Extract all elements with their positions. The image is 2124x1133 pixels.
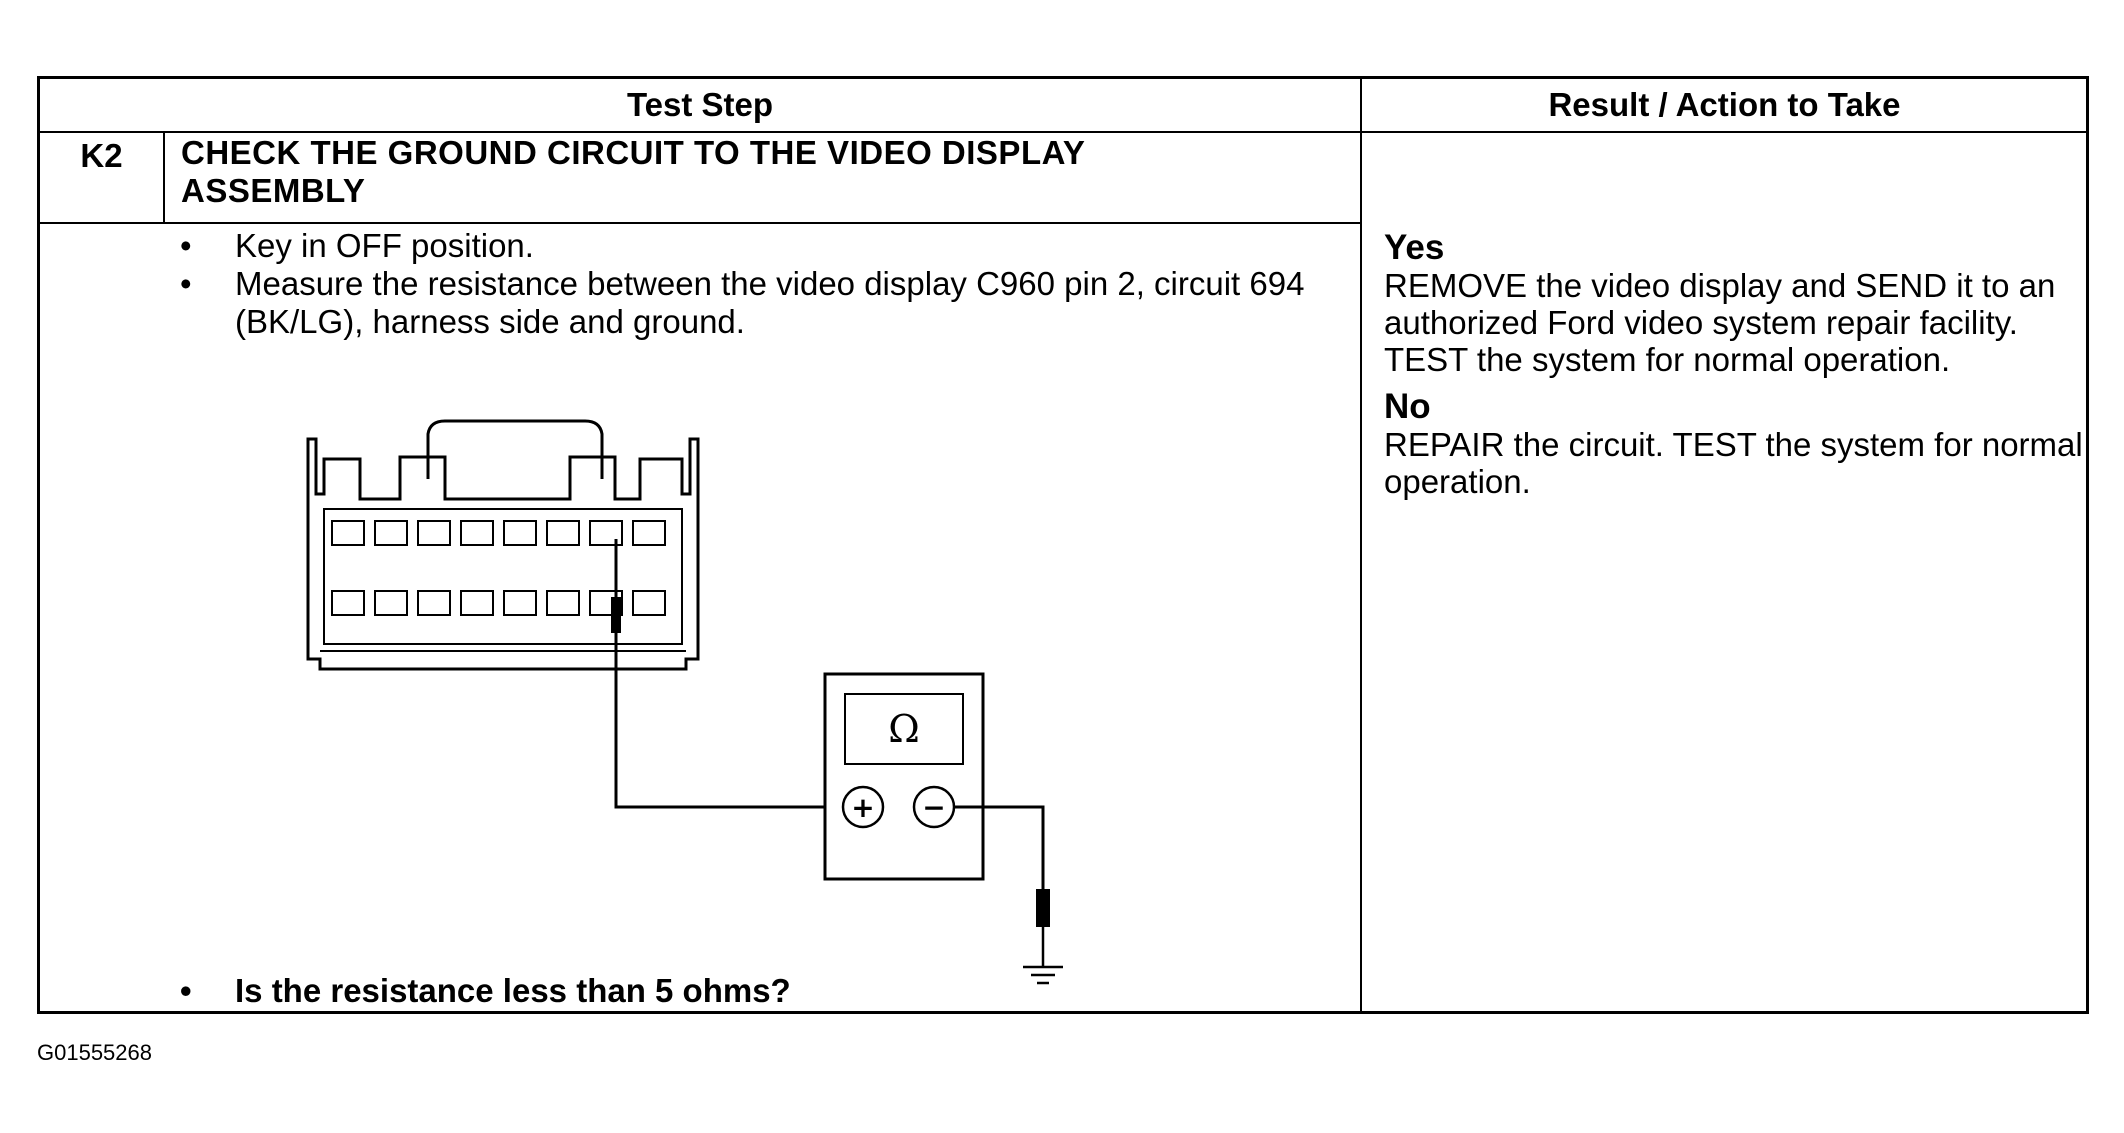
resistance-test-diagram: Ω + −	[306, 419, 1063, 985]
connector-c960	[306, 419, 700, 671]
meter-display	[844, 693, 964, 765]
ohmmeter: Ω + −	[823, 672, 985, 881]
instruction-item: • Measure the resistance between the vid…	[175, 265, 1375, 341]
yes-label: Yes	[1384, 228, 1445, 267]
step-id: K2	[80, 137, 123, 174]
header-divider	[40, 131, 2086, 133]
connector-pin-cavity	[417, 520, 451, 546]
negative-test-lead	[954, 805, 1063, 985]
result-column: Yes REMOVE the video display and SEND it…	[1384, 229, 2084, 510]
connector-pin-cavity	[374, 590, 408, 616]
connector-pin-cavity	[546, 520, 580, 546]
negative-lead-wire	[954, 805, 1045, 889]
plus-symbol: +	[851, 791, 874, 824]
instruction-text: Measure the resistance between the video…	[235, 265, 1305, 340]
ground-probe	[1036, 889, 1050, 927]
header-result-action: Result / Action to Take	[1548, 86, 1901, 123]
connector-pin-cavity	[331, 520, 365, 546]
pin-row-top	[331, 520, 666, 546]
step-title-divider	[40, 222, 1360, 224]
connector-pin-cavity	[417, 590, 451, 616]
connector-pin-cavity	[503, 520, 537, 546]
connector-pin-cavity	[331, 590, 365, 616]
connector-pin-cavity	[546, 590, 580, 616]
bullet-glyph: •	[180, 227, 192, 264]
connector-pin-cavity	[374, 520, 408, 546]
instruction-item: • Key in OFF position.	[175, 227, 1375, 265]
connector-pin-cavity	[632, 520, 666, 546]
question-text: Is the resistance less than 5 ohms?	[235, 972, 791, 1009]
bullet-glyph: •	[180, 265, 192, 302]
positive-lead-wire	[614, 633, 840, 809]
step-instructions: • Key in OFF position. • Measure the res…	[175, 227, 1375, 341]
step-id-divider	[163, 131, 165, 222]
no-action-text: REPAIR the circuit. TEST the system for …	[1384, 426, 2083, 500]
instruction-text: Key in OFF position.	[235, 227, 534, 264]
yes-action-text: REMOVE the video display and SEND it to …	[1384, 267, 2056, 378]
connector-pin-cavity	[503, 590, 537, 616]
plus-terminal	[841, 785, 885, 829]
column-divider	[1360, 79, 1362, 1011]
probe-tip	[611, 597, 621, 633]
connector-pin-cavity	[632, 590, 666, 616]
minus-symbol: −	[922, 791, 945, 824]
step-title: CHECK THE GROUND CIRCUIT TO THE VIDEO DI…	[181, 134, 1351, 210]
step-title-line-2: ASSEMBLY	[181, 172, 366, 209]
connector-cavity	[323, 508, 683, 645]
step-question: • Is the resistance less than 5 ohms?	[175, 972, 1375, 1010]
connector-outline	[306, 437, 700, 671]
diagnostic-table: Test Step Result / Action to Take K2 CHE…	[37, 76, 2089, 1014]
connector-pin-cavity	[460, 590, 494, 616]
connector-latch	[426, 419, 604, 479]
ohm-symbol: Ω	[888, 707, 920, 751]
positive-test-lead	[611, 539, 840, 809]
connector-pin-cavity	[460, 520, 494, 546]
header-test-step: Test Step	[626, 86, 774, 123]
no-label: No	[1384, 387, 1431, 426]
bullet-glyph: •	[180, 972, 192, 1009]
step-title-line-1: CHECK THE GROUND CIRCUIT TO THE VIDEO DI…	[181, 134, 1086, 171]
figure-id: G01555268	[37, 1040, 152, 1065]
